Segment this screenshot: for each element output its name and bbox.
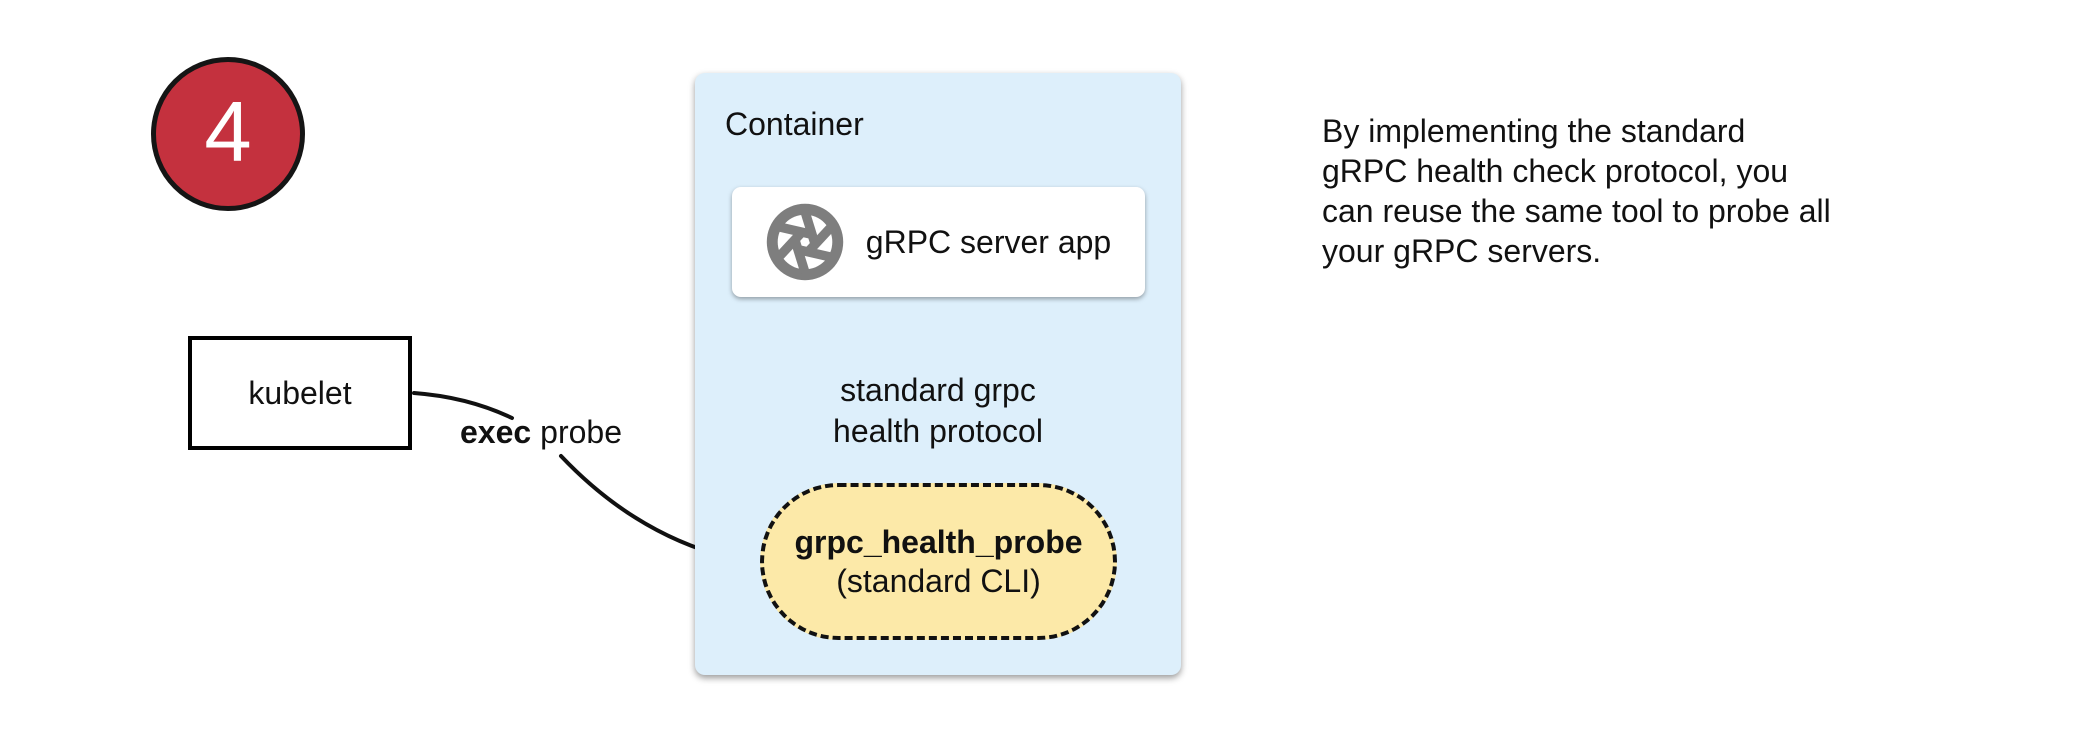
step-badge: 4 [151, 57, 305, 211]
note-text: By implementing the standard gRPC health… [1322, 111, 1831, 271]
probe-name: grpc_health_probe [794, 523, 1083, 560]
grpc-server-label: gRPC server app [865, 223, 1112, 260]
probe-subtitle: (standard CLI) [836, 562, 1041, 599]
note-line: can reuse the same tool to probe all [1322, 193, 1831, 229]
health-protocol-label: standard grpc health protocol [788, 370, 1088, 452]
aperture-icon [766, 203, 844, 281]
probe-pill: grpc_health_probe (standard CLI) [760, 483, 1117, 640]
note-line: By implementing the standard [1322, 113, 1746, 149]
kubelet-box: kubelet [188, 336, 412, 450]
step-number: 4 [204, 84, 252, 180]
note-line: gRPC health check protocol, you [1322, 153, 1789, 189]
exec-probe-label-rest: probe [540, 414, 623, 450]
kubelet-label: kubelet [248, 374, 352, 411]
exec-probe-label-bold: exec [459, 414, 532, 450]
note-line: your gRPC servers. [1322, 233, 1602, 269]
grpc-server-card: gRPC server app [732, 187, 1145, 297]
health-protocol-label-line2: health protocol [833, 413, 1043, 449]
container-box: Container gRPC server app grpc_health_pr… [695, 73, 1181, 675]
container-title: Container [725, 106, 864, 142]
health-protocol-label-line1: standard grpc [840, 372, 1036, 408]
